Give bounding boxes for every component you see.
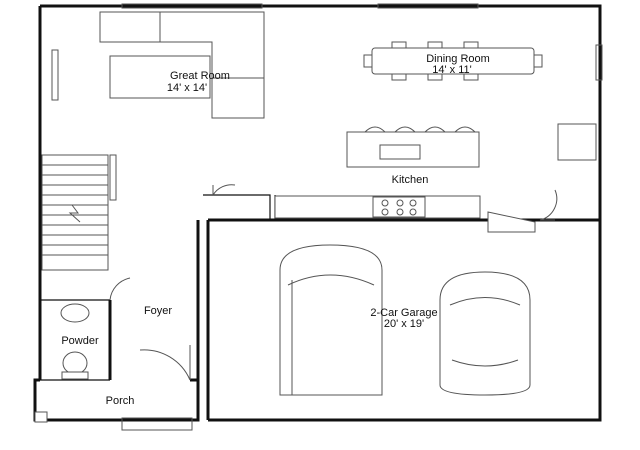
car-icon: [279, 244, 383, 396]
stairs-icon: [41, 154, 109, 271]
porch-post: [34, 411, 48, 423]
stove-icon: [372, 196, 426, 218]
great-room-size: 14' x 14': [167, 82, 207, 94]
dining-room-label: Dining Room: [426, 53, 490, 65]
toilet-icon: [61, 351, 89, 380]
porch-label: Porch: [106, 395, 135, 407]
kitchen-label: Kitchen: [392, 174, 429, 186]
kitchen-island-icon: [346, 126, 480, 168]
door-swing-icon: [109, 184, 558, 381]
dining-room-size: 14' x 11': [432, 64, 471, 76]
foyer-label: Foyer: [144, 305, 172, 317]
garage-label: 2-Car Garage: [370, 307, 437, 319]
great-room-label: Great Room: [170, 70, 230, 82]
sofa-icon: [99, 11, 265, 119]
fridge: [557, 123, 597, 161]
dining-table-icon: [363, 41, 543, 81]
car-icon: [439, 271, 531, 396]
powder-label: Powder: [61, 335, 99, 347]
sink-icon: [60, 303, 90, 323]
garage-size: 20' x 19': [384, 318, 424, 330]
windows: [51, 3, 603, 431]
